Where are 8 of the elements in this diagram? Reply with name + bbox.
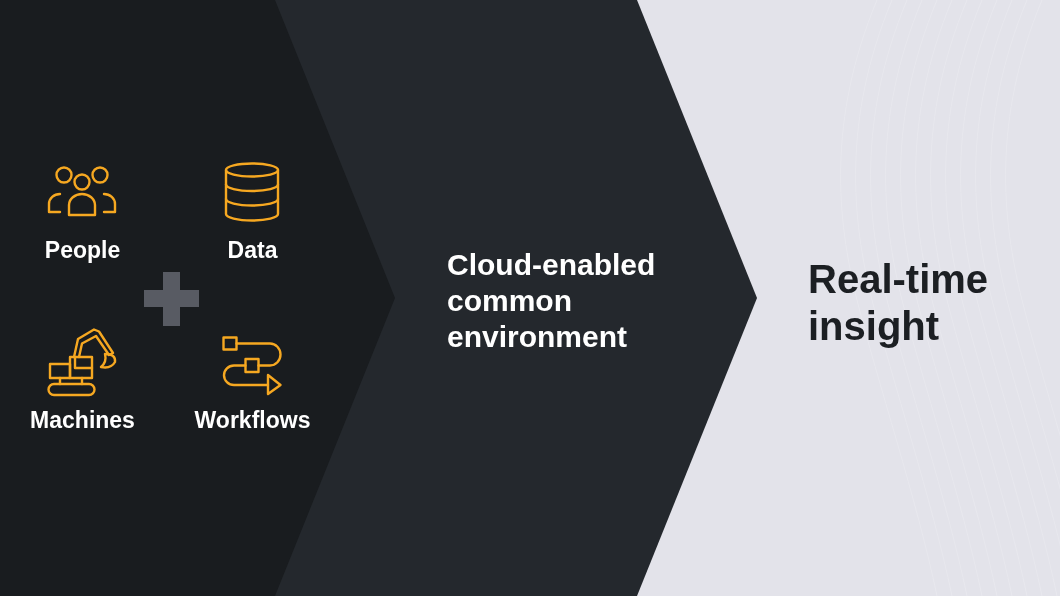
item-label: Data (227, 237, 278, 263)
band-title: Real-time insight (808, 256, 990, 350)
item-label: Workflows (194, 407, 311, 433)
item-label: Machines (30, 407, 135, 433)
item-label: People (44, 237, 121, 263)
chevron-band (0, 0, 395, 596)
band-title: Cloud-enabled common environment (447, 247, 657, 355)
chevron-band (757, 0, 1060, 596)
